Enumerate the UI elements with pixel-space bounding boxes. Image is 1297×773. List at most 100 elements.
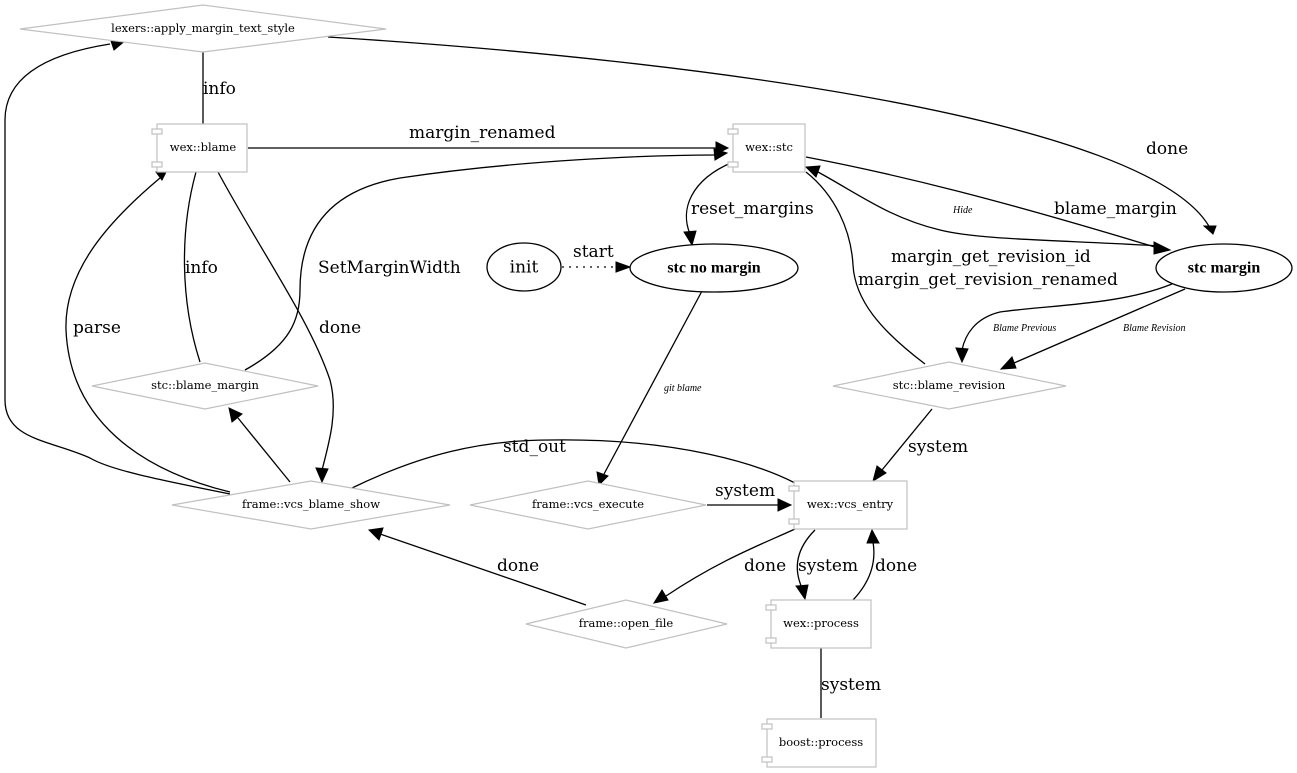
edge-label-set-margin-width: SetMarginWidth	[318, 258, 461, 278]
node-init[interactable]: init	[486, 242, 562, 292]
arrowhead	[999, 356, 1017, 370]
component-port-icon	[765, 604, 777, 611]
node-wex-stc[interactable]: wex::stc	[727, 123, 806, 173]
edge-label-start: start	[573, 242, 614, 262]
node-label: frame::vcs_blame_show	[242, 497, 380, 511]
edge-label-info-mid: info	[185, 258, 218, 278]
edge-stc-margin-to-blame-revision-rev	[1013, 288, 1186, 364]
component-port-icon	[761, 756, 773, 763]
arrowhead	[795, 584, 809, 601]
node-label: wex::stc	[745, 140, 793, 154]
component-port-icon	[761, 723, 773, 730]
edge-no-margin-to-vcs-execute	[603, 290, 703, 475]
edge-label-blame-revision: Blame Revision	[1123, 323, 1185, 334]
edge-label-done-open-file: done	[497, 556, 539, 576]
node-frame-open-file[interactable]: frame::open_file	[525, 599, 728, 649]
node-label: stc::blame_revision	[893, 378, 1006, 392]
node-boost-process[interactable]: boost::process	[761, 718, 877, 768]
component-port-icon	[727, 161, 739, 168]
arrowhead	[315, 467, 329, 484]
arrowhead	[955, 347, 969, 364]
edge-label-done-top: done	[1146, 139, 1188, 159]
node-label: frame::vcs_execute	[532, 497, 644, 511]
node-wex-blame[interactable]: wex::blame	[151, 123, 248, 173]
edge-label-parse: parse	[73, 318, 121, 338]
edge-label-margin-get-revision-id: margin_get_revision_id	[891, 247, 1091, 267]
arrowhead	[866, 528, 880, 544]
node-stc-no-margin[interactable]: stc no margin	[629, 243, 799, 293]
edge-open-file-to-blame-show	[379, 533, 587, 606]
node-label: wex::process	[783, 616, 859, 630]
node-label: stc no margin	[667, 260, 760, 277]
node-label: stc margin	[1188, 260, 1261, 277]
edge-blame-margin-to-stc	[244, 154, 717, 371]
arrowhead	[777, 498, 793, 512]
node-stc-blame-revision[interactable]: stc::blame_revision	[832, 361, 1067, 410]
edge-label-done-process: done	[875, 556, 917, 576]
arrowhead	[1153, 241, 1172, 255]
edge-blame-show-to-blame	[65, 177, 231, 493]
edge-blame-show-to-lexers	[4, 43, 231, 495]
component-port-icon	[727, 128, 739, 135]
edge-stc-to-stc-margin	[805, 156, 1159, 249]
node-label: wex::vcs_entry	[807, 497, 894, 511]
arrowhead	[1202, 225, 1217, 235]
node-label: init	[510, 258, 539, 278]
edge-label-std-out: std_out	[503, 437, 566, 457]
node-label: stc::blame_margin	[151, 378, 259, 392]
edge-blame-revision-to-vcs-entry	[881, 408, 933, 471]
arrowhead	[683, 230, 697, 247]
edge-label-system-boost: system	[821, 675, 881, 695]
edge-label-system-execute: system	[715, 481, 775, 501]
edge-label-blame-previous: Blame Previous	[993, 323, 1056, 334]
node-frame-vcs-blame-show[interactable]: frame::vcs_blame_show	[171, 480, 451, 530]
component-port-icon	[151, 128, 163, 135]
arrowhead	[367, 527, 384, 541]
edge-label-done-entry: done	[744, 556, 786, 576]
edge-blame-to-blame-show	[217, 171, 334, 471]
edge-vcs-entry-to-process	[796, 529, 816, 589]
node-stc-blame-margin[interactable]: stc::blame_margin	[91, 362, 319, 410]
node-label: frame::open_file	[579, 616, 674, 630]
node-label: lexers::apply_margin_text_style	[111, 21, 295, 35]
edge-lexers-to-stc-margin	[327, 36, 1211, 229]
edge-label-blame-margin: blame_margin	[1054, 199, 1177, 219]
arrowhead	[228, 407, 243, 423]
node-frame-vcs-execute[interactable]: frame::vcs_execute	[469, 480, 707, 530]
edge-stc-margin-to-stc	[817, 171, 1161, 247]
arrowhead	[652, 589, 669, 604]
component-port-icon	[788, 518, 800, 525]
edge-label-margin-renamed: margin_renamed	[409, 123, 556, 143]
component-port-icon	[765, 637, 777, 644]
edge-label-done-mid: done	[319, 318, 361, 338]
node-label: boost::process	[779, 735, 863, 749]
edge-vcs-entry-to-open-file	[665, 528, 796, 597]
arrowhead	[713, 148, 729, 161]
edge-stc-margin-to-blame-revision-prev	[961, 283, 1173, 351]
edge-label-system-process: system	[798, 556, 858, 576]
edge-blame-show-to-vcs-entry	[351, 439, 796, 489]
edge-label-margin-get-revision-renamed: margin_get_revision_renamed	[858, 270, 1118, 290]
edge-stc-to-no-margin	[685, 161, 734, 235]
edge-label-reset-margins: reset_margins	[691, 199, 814, 219]
arrowhead	[596, 471, 609, 487]
edge-label-git-blame: git blame	[664, 383, 702, 394]
node-lexers-apply-margin-text-style[interactable]: lexers::apply_margin_text_style	[19, 4, 387, 53]
edge-process-to-vcs-entry	[852, 541, 875, 601]
arrowhead	[804, 165, 821, 178]
node-wex-process[interactable]: wex::process	[765, 599, 872, 649]
edge-blame-show-to-blame-margin	[237, 417, 291, 483]
edge-blame-to-blame-margin	[183, 171, 201, 363]
edge-label-hide: Hide	[952, 205, 973, 216]
node-label: wex::blame	[170, 140, 237, 154]
component-port-icon	[788, 485, 800, 492]
edge-label-system-revision: system	[908, 437, 968, 457]
component-port-icon	[151, 161, 163, 168]
node-wex-vcs-entry[interactable]: wex::vcs_entry	[788, 480, 908, 530]
node-stc-margin[interactable]: stc margin	[1155, 243, 1293, 293]
arrowhead	[615, 261, 632, 273]
edge-blame-revision-to-stc	[805, 171, 926, 365]
edge-label-info-top: info	[203, 79, 236, 99]
arrowhead	[872, 465, 887, 483]
